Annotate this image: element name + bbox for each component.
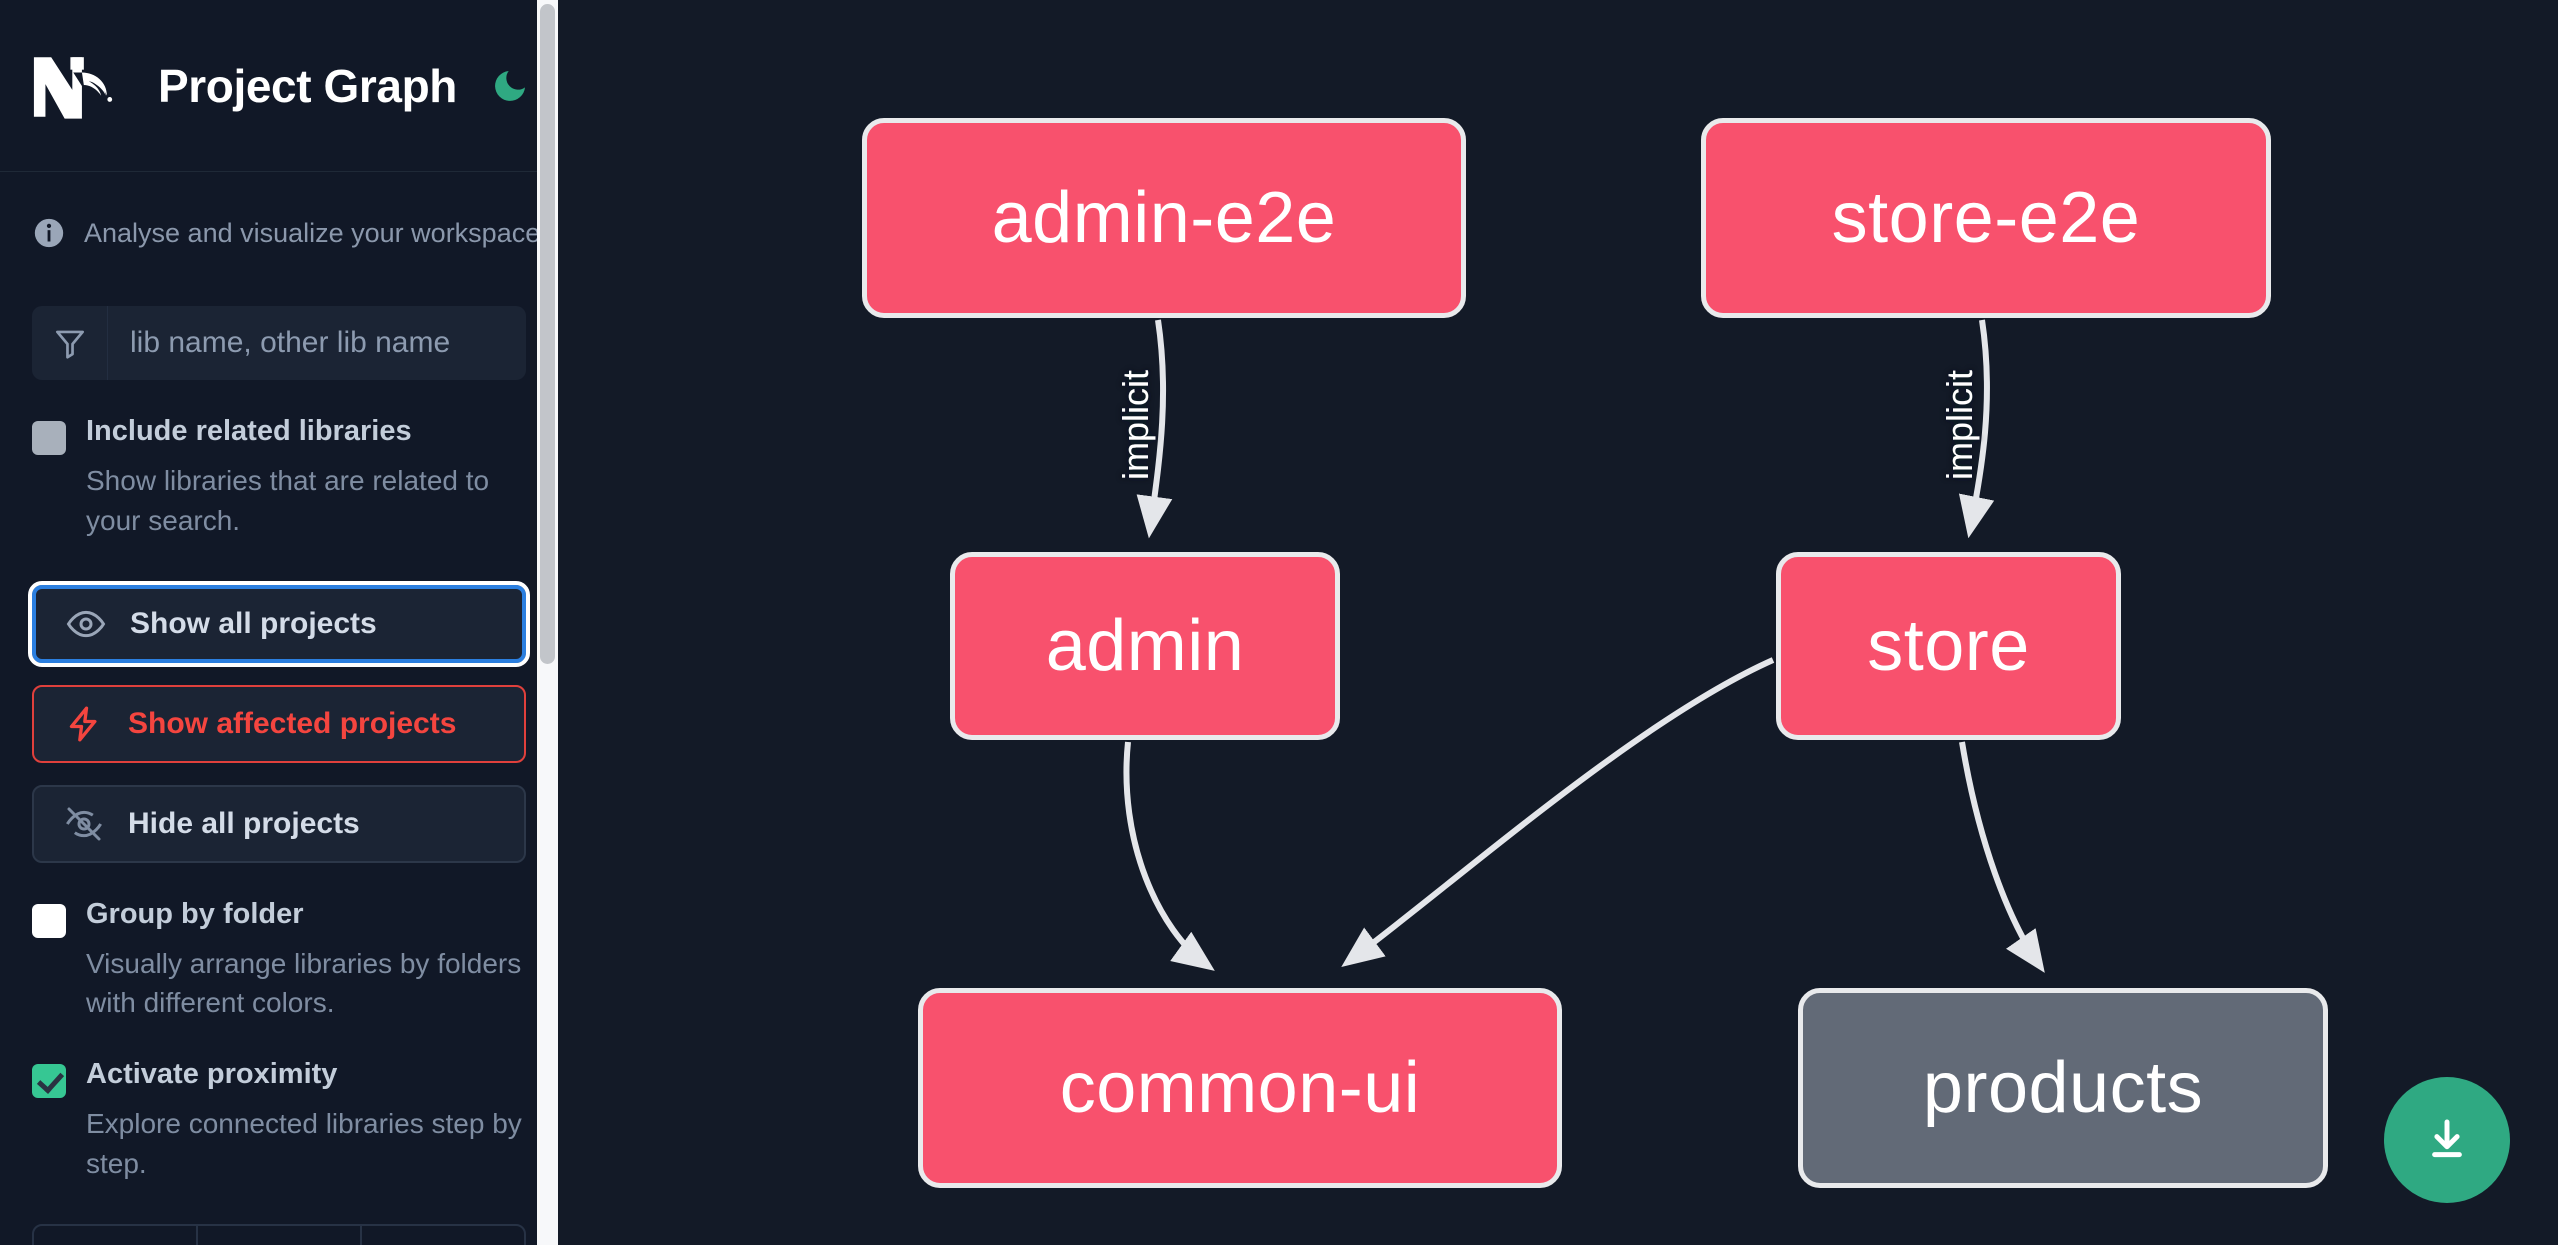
search-box[interactable] [32, 306, 526, 380]
sidebar-scrollbar[interactable] [537, 0, 558, 1245]
node-label: admin-e2e [991, 178, 1337, 258]
graph-edges: implicit implicit [1115, 319, 2045, 973]
graph-node-products[interactable]: products [1798, 988, 2328, 1188]
show-all-projects-button[interactable]: Show all projects [28, 580, 530, 667]
graph-node-admin-e2e[interactable]: admin-e2e [862, 118, 1466, 318]
eye-icon [66, 604, 106, 644]
button-label: Show all projects [130, 606, 377, 640]
sidebar-header: Project Graph [0, 0, 558, 172]
node-label: store [1867, 606, 2030, 686]
graph-node-admin[interactable]: admin [950, 552, 1340, 740]
sidebar-scrollbar-thumb[interactable] [540, 4, 555, 664]
option-label: Activate proximity [86, 1058, 338, 1090]
option-label: Group by folder [86, 897, 304, 930]
node-label: products [1922, 1048, 2204, 1128]
download-button[interactable] [2384, 1077, 2510, 1203]
project-graph-canvas[interactable]: implicit implicit admin-e2e store-e2e ad… [558, 0, 2558, 1245]
node-label: common-ui [1059, 1048, 1421, 1128]
option-description: Visually arrange libraries by folders wi… [86, 947, 522, 1019]
option-description: Explore connected libraries step by step… [86, 1108, 522, 1179]
proximity-step-cell[interactable] [198, 1225, 362, 1245]
show-affected-projects-button[interactable]: Show affected projects [32, 684, 526, 763]
checkbox-activate-proximity[interactable] [32, 1064, 66, 1098]
proximity-step-controls[interactable] [32, 1223, 526, 1245]
proximity-step-cell[interactable] [362, 1226, 524, 1245]
button-label: Show affected projects [128, 706, 457, 740]
option-description: Show libraries that are related to your … [86, 465, 490, 536]
edge-label-implicit: implicit [1115, 370, 1156, 480]
sidebar: Project Graph Analyse and visualize your… [0, 0, 558, 1245]
button-label: Hide all projects [128, 806, 360, 840]
graph-node-store[interactable]: store [1776, 552, 2121, 740]
workspace-description: Analyse and visualize your workspace. [84, 217, 548, 248]
eye-off-icon [64, 804, 104, 844]
option-include-related-libraries: Include related libraries Show libraries… [0, 415, 558, 541]
filter-icon [32, 306, 108, 380]
nx-logo [32, 53, 128, 119]
info-icon [32, 216, 66, 250]
graph-node-common-ui[interactable]: common-ui [918, 988, 1562, 1188]
option-group-by-folder: Group by folder Visually arrange librari… [0, 897, 558, 1024]
edge-label-implicit: implicit [1939, 370, 1980, 480]
graph-node-store-e2e[interactable]: store-e2e [1701, 118, 2271, 318]
option-activate-proximity: Activate proximity Explore connected lib… [0, 1058, 558, 1184]
proximity-step-cell[interactable] [34, 1225, 198, 1245]
bolt-icon [64, 704, 104, 744]
page-title: Project Graph [158, 59, 457, 112]
node-label: admin [1045, 606, 1245, 686]
option-label: Include related libraries [86, 415, 412, 447]
checkbox-group-by-folder[interactable] [32, 903, 66, 938]
checkbox-include-related-libraries[interactable] [32, 421, 66, 455]
moon-icon[interactable] [487, 63, 533, 109]
workspace-description-row: Analyse and visualize your workspace. [0, 172, 558, 250]
node-label: store-e2e [1831, 178, 2141, 258]
projects-button-group: Show all projects Show affected projects [0, 580, 558, 863]
hide-all-projects-button[interactable]: Hide all projects [32, 784, 526, 863]
search-input[interactable] [108, 306, 526, 380]
